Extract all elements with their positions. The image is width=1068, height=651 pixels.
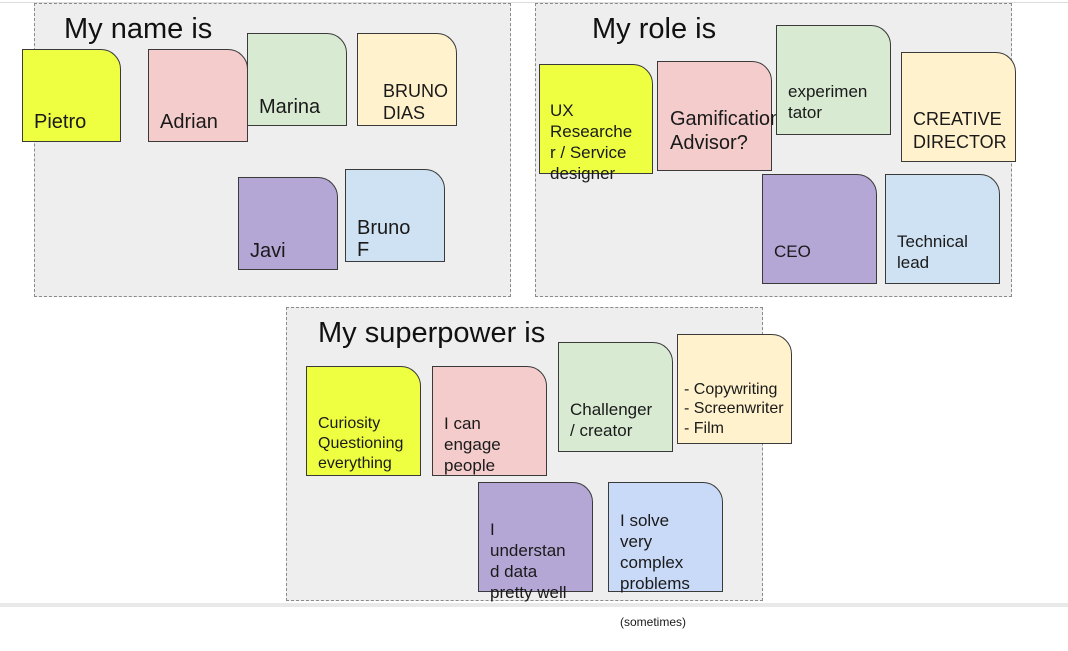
sticky-note-technical-lead[interactable]: Technical lead — [885, 174, 1000, 284]
sticky-note-copywriting[interactable]: - Copywriting - Screenwriter - Film — [677, 334, 792, 444]
note-text: BRUNO DIAS — [383, 80, 449, 123]
note-text: Javi — [250, 240, 286, 263]
top-divider — [0, 2, 1068, 3]
note-text: Technical lead — [897, 232, 968, 273]
note-text: CREATIVE DIRECTOR — [913, 109, 1007, 153]
sticky-note-creative-director[interactable]: CREATIVE DIRECTOR — [901, 52, 1016, 162]
note-text: I understan d data pretty well — [490, 520, 567, 603]
note-subtext: (sometimes) — [620, 615, 687, 630]
note-text: CEO — [774, 241, 811, 261]
note-text: Marina — [259, 96, 321, 119]
sticky-note-understand-data[interactable]: I understan d data pretty well — [478, 482, 593, 602]
note-text: Curiosity Questioning everything — [318, 415, 404, 473]
note-text: experimen tator — [788, 82, 868, 123]
sticky-note-bruno-f[interactable]: Bruno F — [345, 169, 445, 262]
note-text: Pietro — [34, 111, 87, 134]
sticky-note-ux-researcher[interactable]: UX Researche r / Service designer — [539, 64, 653, 183]
sticky-note-bruno-dias[interactable]: BRUNO DIAS — [357, 33, 457, 126]
sticky-note-ceo[interactable]: CEO — [762, 174, 877, 284]
note-text: Adrian — [160, 111, 218, 134]
bottom-divider — [0, 603, 1068, 607]
note-text: Gamification Advisor? — [670, 108, 782, 154]
sticky-note-pietro[interactable]: Pietro — [22, 49, 121, 142]
note-text: I solve very complex problems — [620, 511, 690, 594]
frame-title-name: My name is — [64, 13, 213, 45]
note-text: Challenger / creator — [570, 400, 653, 441]
sticky-note-gamification-advisor[interactable]: Gamification Advisor? — [657, 61, 782, 171]
frame-title-superpower: My superpower is — [318, 317, 546, 349]
sticky-note-engage-people[interactable]: I can engage people — [432, 366, 547, 476]
note-text: UX Researche r / Service designer — [550, 101, 633, 184]
frame-title-role: My role is — [592, 13, 717, 45]
sticky-note-curiosity[interactable]: Curiosity Questioning everything — [306, 366, 421, 476]
note-text: Bruno F — [357, 217, 411, 261]
sticky-note-marina[interactable]: Marina — [247, 33, 347, 126]
sticky-note-adrian[interactable]: Adrian — [148, 49, 248, 142]
note-text: I can engage people — [444, 414, 501, 476]
sticky-note-challenger-creator[interactable]: Challenger / creator — [558, 342, 673, 452]
sticky-note-javi[interactable]: Javi — [238, 177, 338, 270]
sticky-note-complex-problems[interactable]: I solve very complex problems (sometimes… — [608, 482, 723, 629]
sticky-note-experimentator[interactable]: experimen tator — [776, 25, 891, 135]
note-text: - Copywriting - Screenwriter - Film — [684, 381, 784, 437]
